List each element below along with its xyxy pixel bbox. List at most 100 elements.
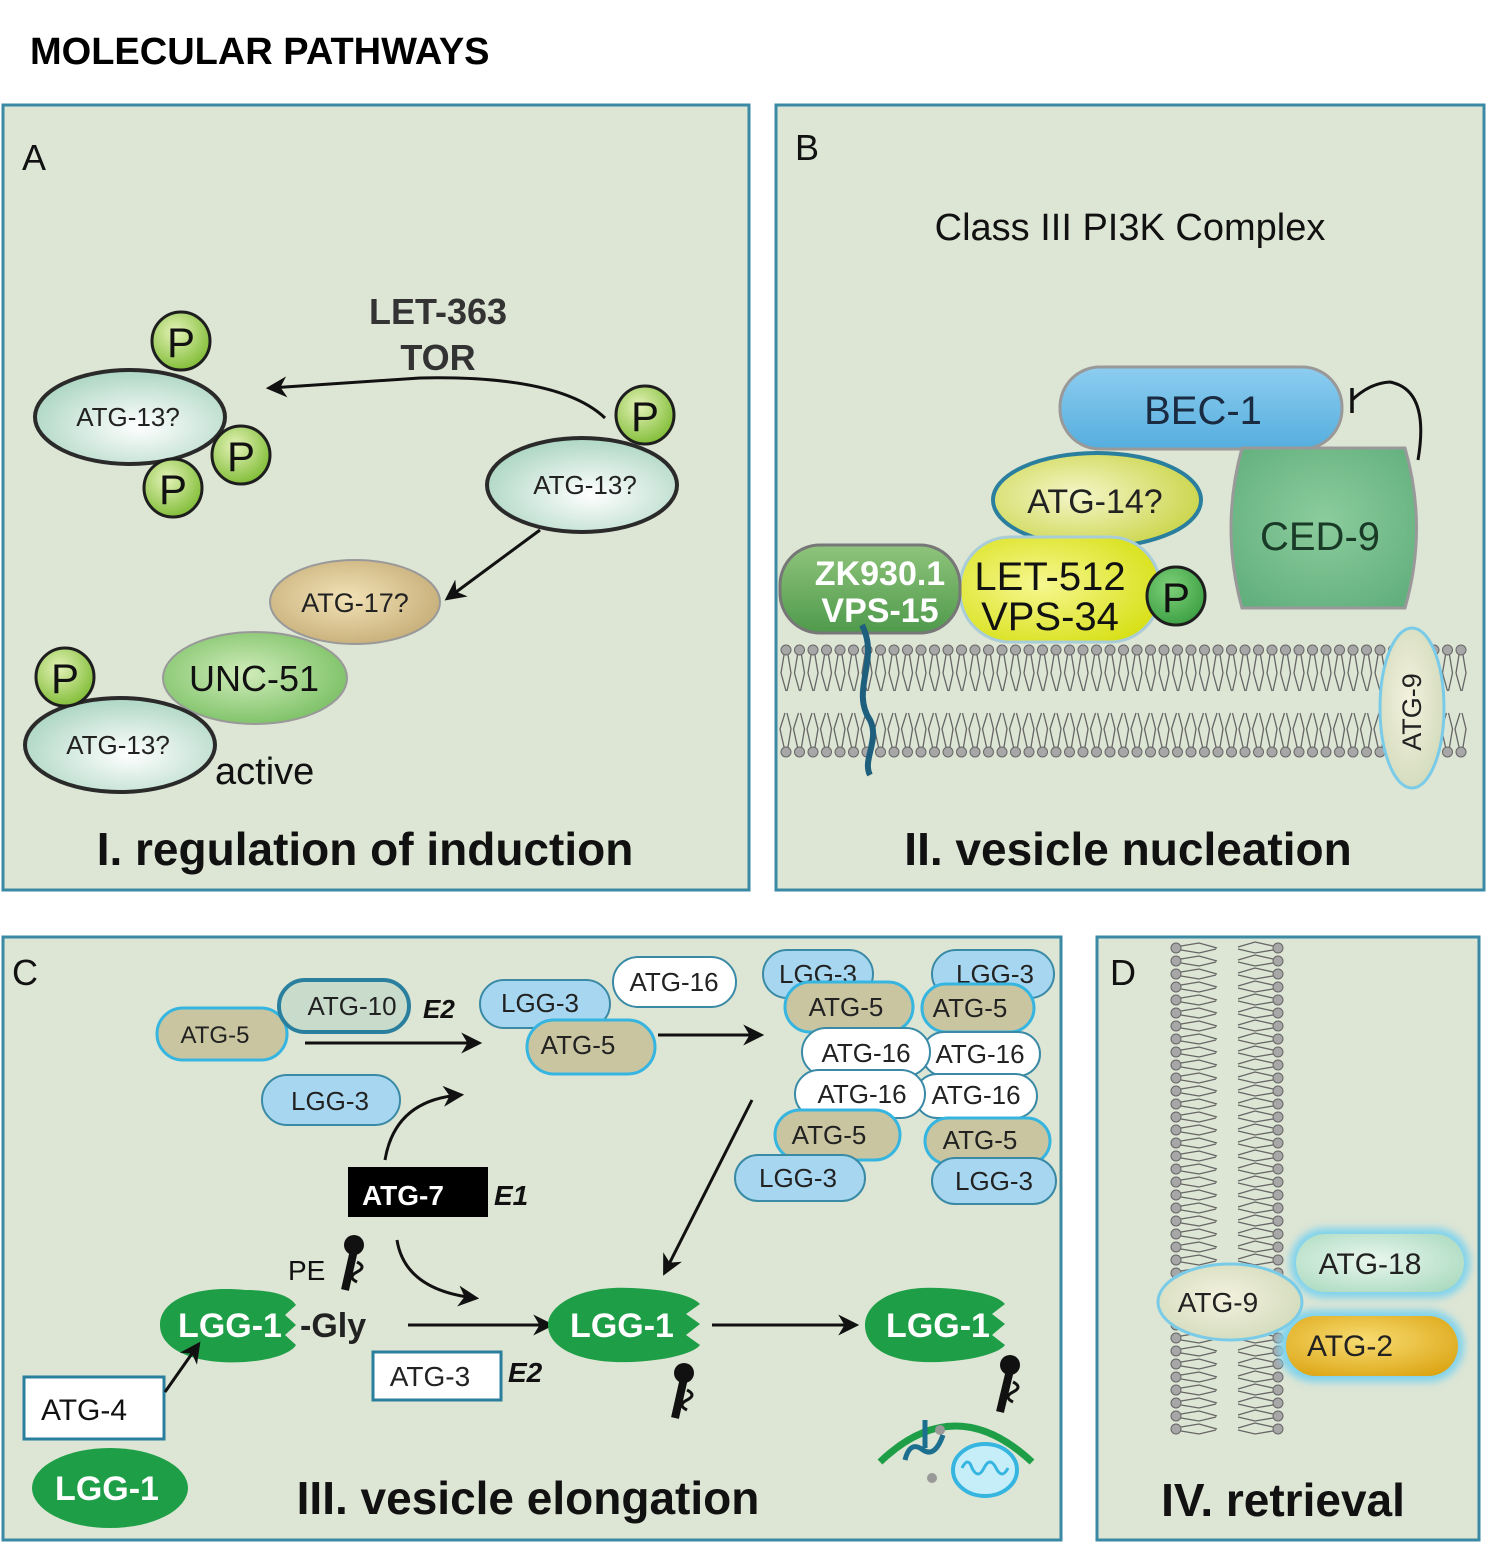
atg13-label-topleft: ATG-13?: [76, 402, 180, 432]
phospho-circle: [210, 424, 272, 486]
lipid-molecule: [1305, 644, 1319, 758]
lipid-molecule: [1319, 644, 1332, 758]
lipid-molecule: [1211, 644, 1224, 758]
lipid-molecule: [981, 644, 995, 758]
atg4-label: ATG-4: [41, 1394, 127, 1427]
atg16-complex-cluster: LGG-3 ATG-5 LGG-3 ATG-5 ATG-16 ATG-16 AT…: [734, 949, 1057, 1205]
atg16-pill: [612, 956, 737, 1008]
atg9-transmembrane: [1378, 626, 1446, 790]
inhibition-line: [1350, 380, 1423, 461]
panel-c-letter: C: [12, 952, 38, 993]
lipid-molecule: [954, 644, 968, 758]
atg7-curved-arrow-up: [383, 1085, 465, 1161]
mitochondrion-icon: [951, 1442, 1019, 1498]
panel-d-letter: D: [1110, 952, 1136, 993]
ced9-shape: [1229, 446, 1418, 610]
unc51-label: UNC-51: [189, 658, 319, 699]
phospho-label: P: [51, 655, 79, 702]
lipid-molecule: [1170, 980, 1284, 993]
panel-c-caption: III. vesicle elongation: [297, 1472, 760, 1524]
lipid-molecule: [1062, 644, 1076, 758]
atg9-oval-d: [1156, 1262, 1304, 1342]
lipid-molecule: [1332, 644, 1346, 758]
tor-label-line2: TOR: [400, 337, 475, 378]
zk930-label-line2: VPS-15: [821, 592, 938, 630]
phagophore-membrane: [877, 1422, 1035, 1465]
e2-label-atg3: E2: [508, 1357, 543, 1388]
atg7-label: ATG-7: [362, 1180, 444, 1211]
panel-b-caption: II. vesicle nucleation: [904, 823, 1351, 875]
atg9-label-d: ATG-9: [1178, 1287, 1258, 1318]
atg5-label: ATG-5: [181, 1022, 250, 1049]
lipid-molecule: [1170, 1149, 1284, 1162]
atg16-label: ATG-16: [935, 1039, 1024, 1069]
zk930-label-line1: ZK930.1: [815, 555, 945, 593]
let512-label-line1: LET-512: [974, 555, 1125, 599]
membrane-anchor: [859, 623, 877, 777]
active-label: active: [215, 751, 314, 793]
lipid-molecule: [1170, 1110, 1284, 1123]
lipid-molecule: [1170, 1227, 1284, 1240]
lipid-molecule: [1170, 1357, 1284, 1370]
lipid-molecule: [1251, 644, 1265, 758]
lipid-molecule: [927, 644, 941, 758]
lipid-molecule: [1170, 644, 1184, 758]
e1-label: E1: [494, 1180, 528, 1211]
lipid-molecule: [1170, 993, 1284, 1006]
atg10-label: ATG-10: [307, 991, 396, 1021]
atg13-label-right: ATG-13?: [533, 470, 637, 500]
cargo-particle: [935, 1425, 945, 1435]
lipid-molecule: [1170, 1383, 1284, 1396]
lipid-molecule: [1170, 1136, 1284, 1149]
tor-arrow: [265, 376, 607, 420]
atg16-label: ATG-16: [817, 1079, 906, 1109]
e2-label-atg10: E2: [423, 994, 455, 1024]
lipid-molecule: [1224, 644, 1238, 758]
gly-label: -Gly: [300, 1307, 366, 1345]
lipid-molecule: [1170, 1214, 1284, 1227]
unc51-oval: [162, 631, 348, 725]
lipid-molecule: [1116, 644, 1130, 758]
panel-c: C ATG-5 ATG-10 E2 LGG-3 ATG-5 ATG-16 LGG…: [1, 935, 1063, 1542]
lipid-molecule: [1197, 644, 1211, 758]
lgg1-label: LGG-1: [886, 1307, 990, 1345]
lipid-molecule: [1170, 1032, 1284, 1045]
atg5-label: ATG-5: [943, 1125, 1018, 1155]
lipid-molecule: [1170, 967, 1284, 980]
lipid-molecule: [1170, 1006, 1284, 1019]
lipid-molecule: [1130, 644, 1143, 758]
lipid-molecule: [968, 644, 981, 758]
figure-title: MOLECULAR PATHWAYS: [30, 31, 490, 73]
lgg1-membrane-shape: [865, 1287, 1005, 1363]
panel-a-letter: A: [22, 137, 46, 178]
phospho-circle: [34, 646, 96, 708]
ced9-label: CED-9: [1260, 515, 1380, 559]
lgg1-label: LGG-1: [55, 1470, 159, 1508]
lipid-molecule: [1278, 644, 1292, 758]
e3-like-arrow: [663, 1099, 754, 1276]
lipid-molecule: [846, 644, 860, 758]
panel-a-caption: I. regulation of induction: [97, 823, 634, 875]
lgg1-lipidated-shape: [548, 1287, 700, 1363]
atg10-pill: [277, 978, 411, 1034]
phospho-circle: [142, 457, 204, 519]
atg16-label: ATG-16: [821, 1038, 910, 1068]
lgg1-precursor-shape: [32, 1448, 188, 1528]
phospho-label: P: [167, 319, 195, 366]
atg13-phosphorylated-oval: [33, 368, 227, 466]
phospho-label: P: [159, 466, 187, 513]
atg3-box: [371, 1350, 503, 1402]
atg16-label: ATG-16: [931, 1080, 1020, 1110]
cleavage-arrow: [163, 1341, 201, 1393]
lipid-molecule: [1170, 1162, 1284, 1175]
atg4-box: [22, 1375, 166, 1441]
pe-lipid-icon: [996, 1355, 1020, 1413]
atg5-pill: [155, 1006, 289, 1062]
bec1-label: BEC-1: [1144, 389, 1262, 433]
lipid-molecule: [1170, 1019, 1284, 1032]
atg18-label: ATG-18: [1319, 1248, 1422, 1281]
lipid-molecule: [995, 644, 1008, 758]
cargo-particle: [927, 1473, 937, 1483]
lipid-molecule: [1157, 644, 1170, 758]
